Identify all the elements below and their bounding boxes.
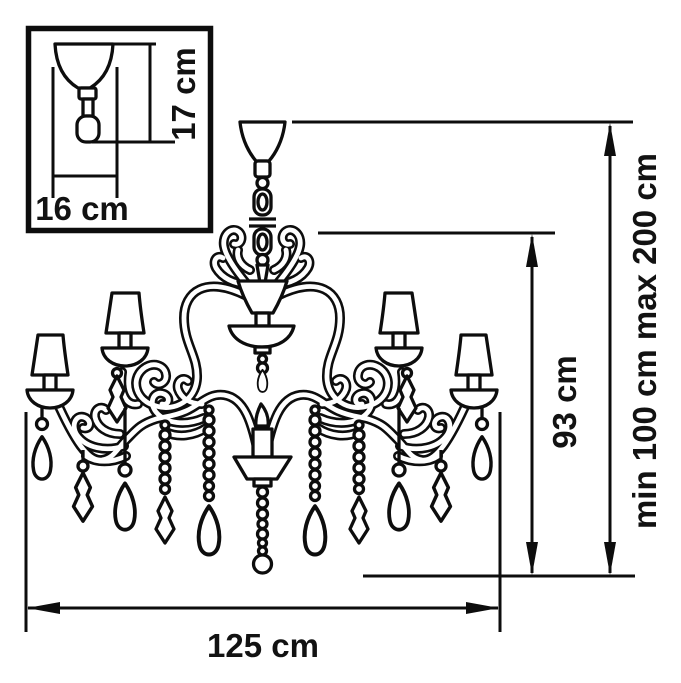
inset-height-label: 17 cm <box>165 47 202 141</box>
dim-width-label: 125 cm <box>207 627 319 664</box>
dimension-lines <box>24 120 635 632</box>
wall-detail-inset <box>25 25 214 234</box>
dim-min-max-label: min 100 cm max 200 cm <box>626 152 663 530</box>
ceiling-canopy <box>238 120 287 163</box>
central-saucer <box>227 324 296 349</box>
central-cup <box>236 279 289 315</box>
chandelier-body <box>27 120 497 575</box>
inset-shade <box>53 42 115 90</box>
inset-width-label: 16 cm <box>35 190 129 227</box>
candle-tip <box>254 402 270 428</box>
dim-height-label: 93 cm <box>546 355 583 449</box>
inset-bulb <box>75 114 101 144</box>
candle-bowl <box>232 455 293 481</box>
